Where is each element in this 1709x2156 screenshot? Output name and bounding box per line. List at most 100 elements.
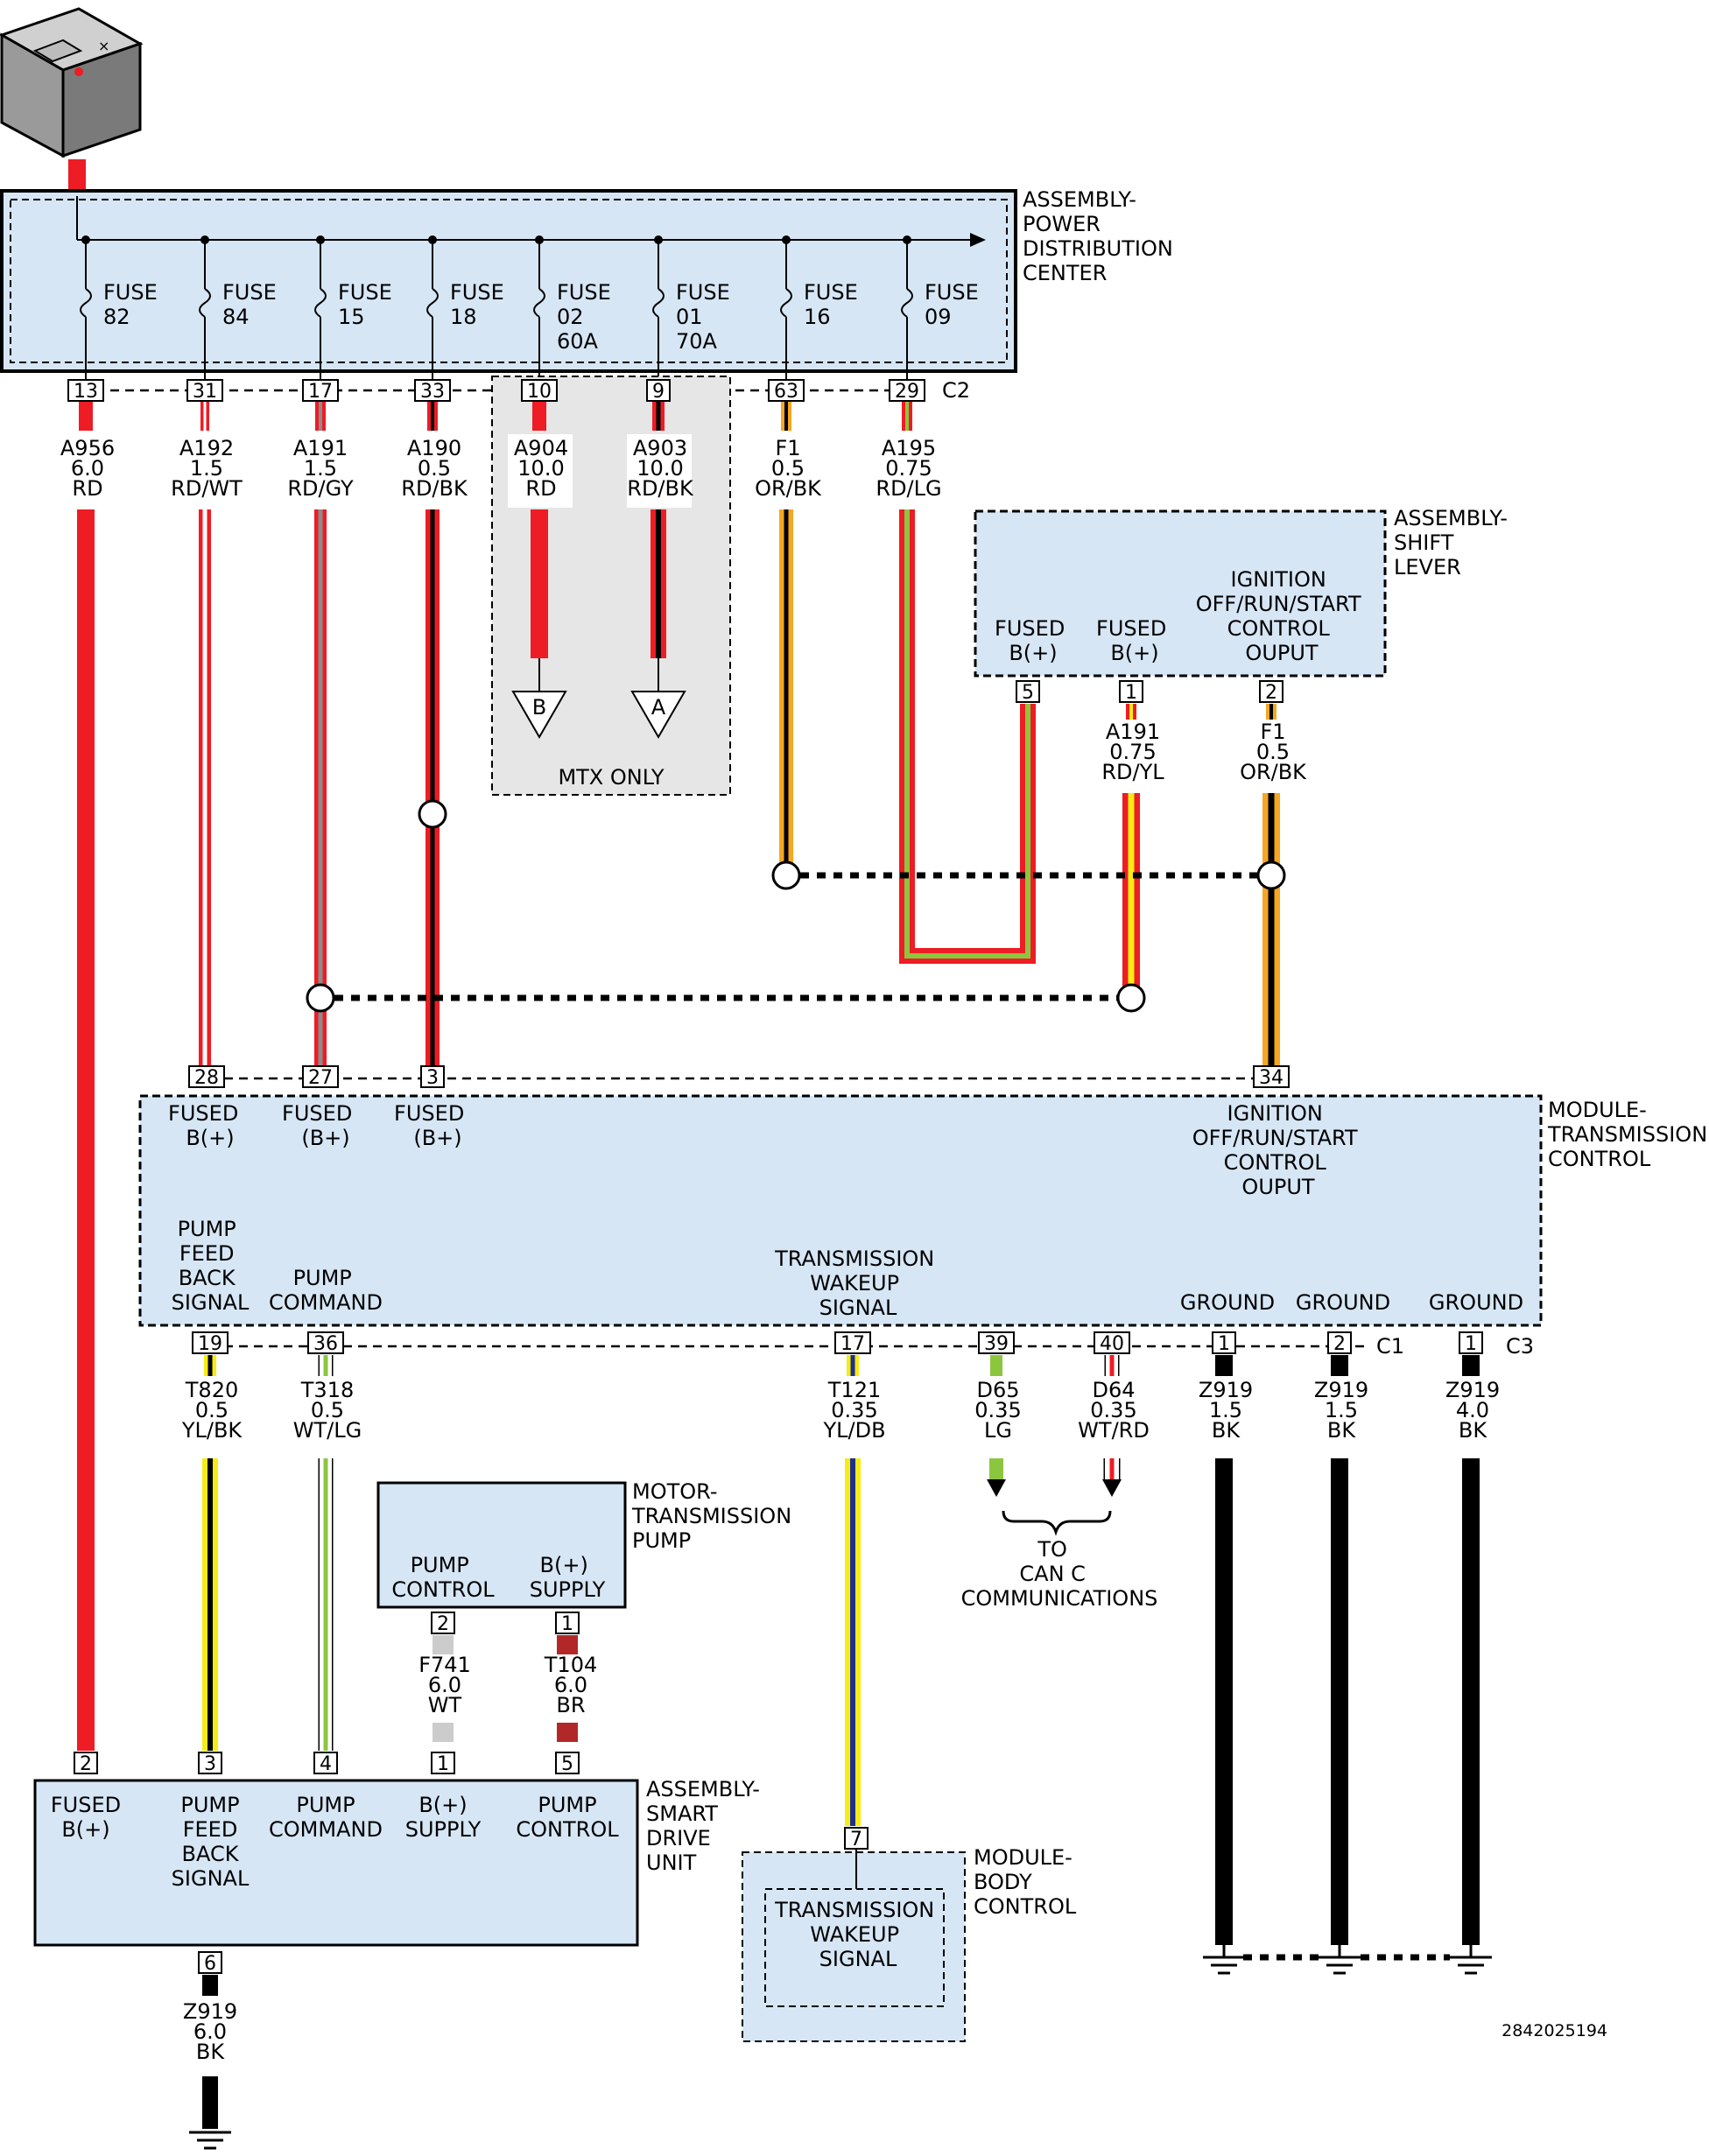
- tcm-ground2-label: GROUND: [1296, 1290, 1390, 1315]
- wire-f741-label-line: 6.0: [428, 1673, 461, 1697]
- can-c-label: TO CAN C COMMUNICATIONS: [961, 1537, 1158, 1611]
- wire-f1-label-line: F1: [775, 436, 800, 460]
- sdu-pin-4-box: [313, 1752, 338, 1774]
- tcm-title: MODULE- TRANSMISSION CONTROL: [1547, 1098, 1709, 1171]
- fuse-label-line: 09: [925, 305, 952, 329]
- tcm-bottom-pin-1-box: [1212, 1331, 1236, 1354]
- wire-sdu-ground-label-line: Z919: [183, 1999, 237, 2024]
- tcm-bottom-pin-1: 1: [1465, 1333, 1477, 1355]
- wire-a903-label-line: A903: [633, 436, 687, 460]
- pdc-pin-29-box: [889, 379, 925, 402]
- pump-pin2-label: PUMP CONTROL: [391, 1553, 495, 1602]
- shift-lever-assembly: ASSEMBLY- SHIFT LEVER FUSED B(+) FUSED B…: [974, 506, 1515, 678]
- tcm-ground1-label: GROUND: [1180, 1290, 1275, 1315]
- ground-icon: [1450, 1956, 1492, 1975]
- wire-bottom-label-6-line: 1.5: [1325, 1398, 1358, 1422]
- fuse-label-line: FUSE: [103, 280, 158, 305]
- fuse-label-line: 84: [222, 305, 250, 329]
- wire-a956-label-line: 6.0: [71, 456, 104, 481]
- wire-a195-label-line: RD/LG: [876, 476, 941, 501]
- pump-pin-2: 2: [437, 1613, 449, 1635]
- bcm-pin-7-box: [844, 1827, 869, 1850]
- ground-icon: [1319, 1956, 1361, 1975]
- pdc-pin-9: 9: [652, 381, 665, 403]
- pdc-pin-31: 31: [193, 381, 217, 403]
- tcm-top-pin-34-box: [1253, 1065, 1290, 1088]
- transmission-control-module: MODULE- TRANSMISSION CONTROL FUSED B(+) …: [138, 1094, 1709, 1327]
- transmission-pump-motor: MOTOR- TRANSMISSION PUMP PUMP CONTROL B(…: [376, 1479, 791, 1609]
- tcm-bottom-pin-2: 2: [1333, 1333, 1346, 1355]
- fuse-icon: [533, 288, 545, 318]
- fuse-label-line: 15: [338, 305, 365, 329]
- sdu-title: ASSEMBLY- SMART DRIVE UNIT: [646, 1777, 767, 1875]
- mtx-marker-A: [630, 691, 686, 740]
- sdu-ground-pin-box: [198, 1951, 222, 1974]
- wire-bottom-label-5-line: 1.5: [1209, 1398, 1242, 1422]
- wire-t104-label-line: T104: [544, 1653, 597, 1677]
- fuse-label-line: FUSE: [222, 280, 277, 305]
- pdc-pin-10-box: [521, 379, 558, 402]
- shift-lever-pin-2: 2: [1265, 682, 1277, 704]
- wire-a190-label-line: RD/BK: [401, 476, 468, 501]
- shift-lever-pin2-label: IGNITION OFF/RUN/START CONTROL OUPUT: [1196, 567, 1368, 665]
- shift-lever-title: ASSEMBLY- SHIFT LEVER: [1394, 506, 1515, 579]
- wire-a904-label-line: 10.0: [517, 456, 564, 481]
- tcm-wakeup-label: TRANSMISSION WAKEUP SIGNAL: [774, 1247, 941, 1320]
- pdc-title: ASSEMBLY- POWER DISTRIBUTION CENTER: [1023, 187, 1179, 285]
- tcm-bottom-pin-17: 17: [840, 1333, 865, 1355]
- pump-pin-1-box: [555, 1612, 580, 1634]
- wire-bottom-label-6-line: Z919: [1314, 1378, 1368, 1402]
- wire-bottom-label-6-line: BK: [1327, 1418, 1356, 1443]
- sdu-pin-1-box: [431, 1752, 455, 1774]
- sdu-pin-4: 4: [320, 1753, 332, 1775]
- sdu-pin-5-box: [555, 1752, 580, 1774]
- wire-f741-label-line: WT: [428, 1693, 462, 1717]
- wire-a192-label-line: RD/WT: [171, 476, 243, 501]
- wire-a191-rdyl-label-line: 0.75: [1109, 740, 1156, 764]
- t104-stub: [557, 1723, 578, 1742]
- can-c-brace: TO CAN C COMMUNICATIONS: [961, 1510, 1158, 1611]
- tcm-pin34-label: IGNITION OFF/RUN/START CONTROL OUPUT: [1192, 1101, 1365, 1199]
- fuse-label-line: 18: [450, 305, 477, 329]
- pdc-pin-63: 63: [774, 381, 798, 403]
- fuse-label-line: 60A: [557, 329, 599, 354]
- pdc-pin-31-box: [186, 379, 223, 402]
- a903-label-bg: [627, 434, 692, 508]
- tcm-ground3-label: GROUND: [1429, 1290, 1523, 1315]
- bus-junction-dot: [81, 235, 90, 244]
- tcm-top-pin-34: 34: [1259, 1067, 1284, 1089]
- wire-a904-label-line: A904: [514, 436, 568, 460]
- bus-junction-dot: [316, 235, 325, 244]
- bcm-pin-7: 7: [850, 1829, 862, 1851]
- wire-a956-label-line: A956: [60, 436, 115, 460]
- sdu-pin-3-box: [198, 1752, 222, 1774]
- pdc-pin-29: 29: [895, 381, 919, 403]
- mtx-marker-letter: B: [532, 695, 546, 720]
- tcm-top-pin-3: 3: [426, 1067, 439, 1089]
- mtx-marker-letter: A: [651, 695, 666, 720]
- sdu-pin-label-line: B(+): [418, 1793, 467, 1817]
- wire-a195-label-line: 0.75: [885, 456, 932, 481]
- sdu-pin-label-1: B(+)SUPPLY: [405, 1793, 482, 1842]
- sdu-pin-label-line: PUMP: [296, 1793, 355, 1817]
- wire-a904-label-line: RD: [525, 476, 556, 501]
- sdu-pin-label-line: BACK: [182, 1842, 240, 1866]
- wire-bottom-label-5-line: Z919: [1199, 1378, 1253, 1402]
- pump-pin-2-box: [431, 1612, 455, 1634]
- a904-label-bg: [508, 434, 573, 508]
- bus-junction-dot: [782, 235, 791, 244]
- pump-pin1-label: B(+) SUPPLY: [530, 1553, 606, 1602]
- sdu-pin-3: 3: [204, 1753, 216, 1775]
- pdc-pin-13-box: [67, 379, 104, 402]
- fuse-label-line: 70A: [676, 329, 718, 354]
- sdu-pin-1: 1: [437, 1753, 449, 1775]
